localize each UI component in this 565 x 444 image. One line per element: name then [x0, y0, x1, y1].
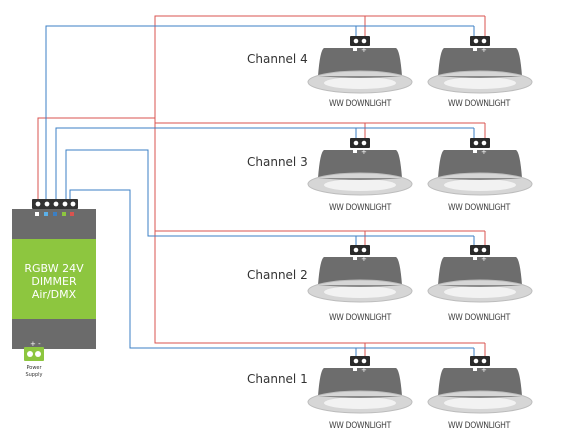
positive-wires [37, 15, 486, 356]
positive-wire-dimmer [37, 117, 155, 200]
ch2-light1-label: WW DOWNLIGHT [328, 313, 391, 323]
downlights: ++++++++++++++++ [307, 36, 533, 414]
channel-wires [45, 25, 475, 356]
ww-downlight-icon: ++ [307, 356, 413, 414]
svg-text:+: + [481, 148, 487, 156]
svg-text:+: + [481, 366, 487, 374]
power-supply-label-line2: Supply [25, 372, 43, 378]
channel-wire-4 [45, 25, 475, 200]
svg-text:+: + [361, 148, 367, 156]
dimmer-face [12, 239, 96, 319]
channel-3-label: Channel 3 [247, 155, 308, 169]
channel-wire-1 [69, 189, 475, 356]
ch1-light1-label: WW DOWNLIGHT [328, 421, 391, 431]
svg-text:+: + [481, 255, 487, 263]
svg-text:+: + [361, 255, 367, 263]
power-supply-connector [24, 347, 44, 361]
channel-2-label: Channel 2 [247, 268, 308, 282]
ch2-light2-label: WW DOWNLIGHT [447, 313, 510, 323]
ch3-light1-label: WW DOWNLIGHT [328, 203, 391, 213]
ww-downlight-icon: ++ [427, 356, 533, 414]
dimmer-bottom-housing [12, 319, 96, 349]
channel-1-label: Channel 1 [247, 372, 308, 386]
ch1-light2-label: WW DOWNLIGHT [447, 421, 510, 431]
ch3-light2-label: WW DOWNLIGHT [447, 203, 510, 213]
ch4-light1-label: WW DOWNLIGHT [328, 99, 391, 109]
dimmer-label-line3: Air/DMX [31, 288, 77, 301]
dimmer-label-line2: DIMMER [31, 275, 77, 288]
svg-text:+ -: + - [30, 340, 41, 348]
svg-text:+: + [361, 366, 367, 374]
power-supply-label-line1: Power [26, 365, 42, 371]
channel-wire-3 [55, 127, 475, 200]
ww-downlight-icon: ++ [307, 245, 413, 303]
channel-4-label: Channel 4 [247, 52, 308, 66]
svg-text:+: + [361, 46, 367, 54]
positive-wire-ch1 [154, 200, 486, 356]
ww-downlight-icon: ++ [427, 245, 533, 303]
ww-downlight-icon: ++ [307, 138, 413, 196]
ww-downlight-icon: ++ [427, 36, 533, 94]
ww-downlight-icon: ++ [307, 36, 413, 94]
dimmer-label-line1: RGBW 24V [24, 262, 84, 275]
ww-downlight-icon: ++ [427, 138, 533, 196]
positive-wire-ch3 [155, 122, 486, 138]
positive-wire-ch2 [155, 230, 486, 245]
rgbw-dimmer: + - [12, 199, 96, 349]
svg-text:+: + [481, 46, 487, 54]
channel-wire-2 [65, 149, 475, 245]
ch4-light2-label: WW DOWNLIGHT [447, 99, 510, 109]
positive-wire-ch4 [154, 15, 486, 200]
